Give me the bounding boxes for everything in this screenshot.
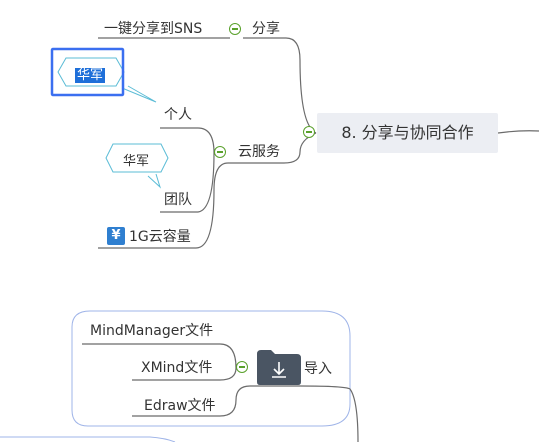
share-collapse-toggle[interactable] [229, 23, 241, 35]
cloud-to-person [160, 127, 215, 154]
cloud-to-team [160, 152, 215, 213]
central-right-connector [497, 130, 539, 134]
team-topic[interactable]: 团队 [164, 192, 192, 208]
import-to-mindmanager [82, 343, 237, 369]
import-collapse-toggle[interactable] [236, 361, 248, 373]
plain-callout-shape [105, 143, 169, 173]
storage-topic[interactable]: 1G云容量 [129, 229, 191, 245]
import-to-edraw [132, 385, 251, 417]
cloud-topic[interactable]: 云服务 [238, 144, 280, 160]
yen-icon: ¥ [107, 227, 125, 245]
plain-callout-label[interactable]: 华军 [123, 154, 150, 169]
lower-boundary-fragment [0, 436, 176, 442]
selected-callout-text[interactable]: 华军 [75, 68, 106, 83]
central-topic[interactable]: 8. 分享与协同合作 [317, 113, 498, 153]
xmind-topic[interactable]: XMind文件 [141, 360, 213, 376]
central-collapse-toggle[interactable] [303, 126, 315, 138]
selected-callout-label[interactable]: 华军 [75, 64, 106, 83]
import-to-xmind [132, 367, 237, 381]
cloud-collapse-toggle[interactable] [214, 146, 226, 158]
share-topic[interactable]: 分享 [252, 21, 280, 37]
person-topic[interactable]: 个人 [164, 107, 192, 123]
plain-callout-pointer [147, 173, 162, 189]
import-boundary [71, 310, 351, 427]
edraw-topic[interactable]: Edraw文件 [144, 398, 216, 414]
selection-frame[interactable] [50, 47, 125, 97]
central-to-share [243, 37, 317, 134]
cloud-to-storage [98, 162, 229, 249]
import-topic[interactable]: 导入 [304, 361, 332, 377]
mindmanager-topic[interactable]: MindManager文件 [90, 323, 214, 339]
folder-import-icon [257, 350, 301, 385]
selected-callout-pointer [121, 85, 157, 103]
share-sns-topic[interactable]: 一键分享到SNS [104, 21, 203, 37]
import-trunk [250, 385, 359, 442]
